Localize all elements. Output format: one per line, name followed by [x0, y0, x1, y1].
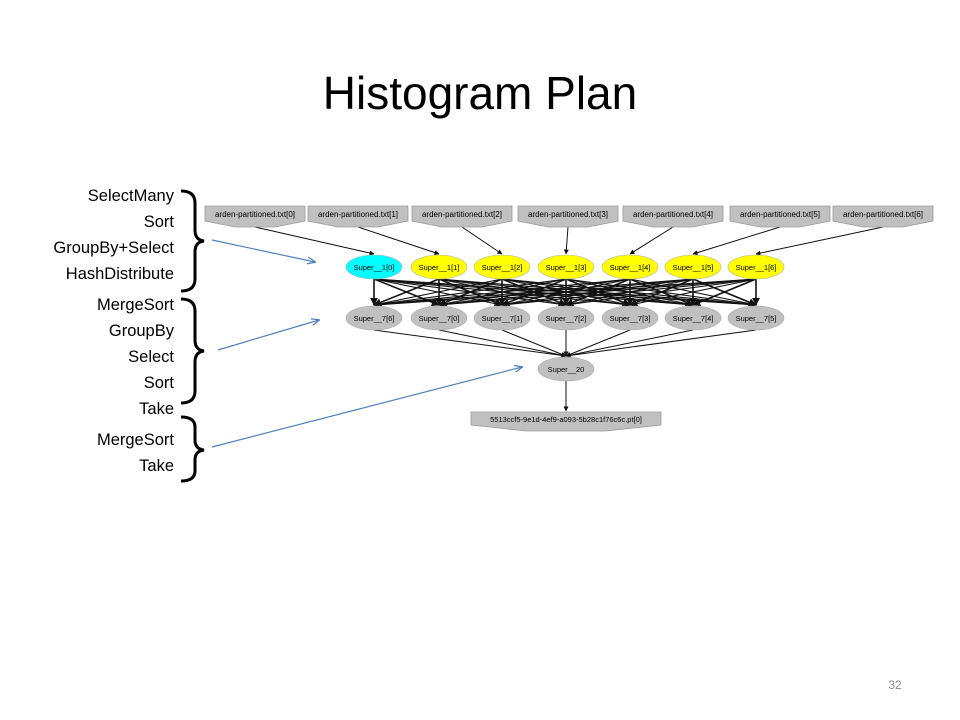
graph-edge: [501, 329, 567, 357]
graph-edge: [692, 226, 781, 256]
input-node-label: arden-partitioned.txt[2]: [422, 210, 502, 219]
graph-edge: [373, 278, 694, 308]
stage3-operations: MergeSort Take: [97, 427, 174, 479]
stage1-node[interactable]: [345, 254, 403, 280]
stage1-node[interactable]: [664, 254, 722, 280]
input-node[interactable]: [307, 205, 409, 228]
operation-label: Sort: [143, 213, 174, 231]
graph-edges: [254, 226, 884, 412]
input-node-label: arden-partitioned.txt[5]: [740, 210, 820, 219]
operation-label: SelectMany: [87, 187, 174, 205]
stage2-node[interactable]: [345, 305, 403, 331]
graph-edge: [565, 329, 757, 358]
input-node-label: arden-partitioned.txt[6]: [843, 210, 923, 219]
graph-edge: [357, 226, 440, 255]
stage2-node[interactable]: [410, 305, 468, 331]
graph-nodes: arden-partitioned.txt[0] arden-partitione…: [204, 205, 934, 432]
graph-edge: [755, 226, 884, 256]
stage1-node-label: Super__1[2]: [482, 263, 523, 272]
input-node[interactable]: [411, 205, 513, 228]
operation-label: GroupBy+Select: [53, 239, 174, 257]
stage1-node-label: Super__1[5]: [673, 263, 714, 272]
operation-label: HashDistribute: [65, 265, 174, 283]
stage2-operations: MergeSort GroupBy Select Sort Take: [97, 292, 174, 422]
graph-edge: [373, 329, 567, 358]
stage2-node-label: Super__7[5]: [736, 314, 777, 323]
stage2-node[interactable]: [727, 305, 785, 331]
stage2-node[interactable]: [601, 305, 659, 331]
graph-edge: [373, 278, 503, 307]
input-node[interactable]: [622, 205, 724, 228]
stage2-node-label: Super__7[6]: [354, 314, 395, 323]
graph-edge: [692, 278, 757, 306]
operation-label: Sort: [143, 374, 174, 392]
stage3-brace: [180, 415, 205, 483]
operation-label: MergeSort: [96, 431, 174, 449]
stage1-node-label: Super__1[4]: [610, 263, 651, 272]
stage1-node-label: Super__1[6]: [736, 263, 777, 272]
graph-edge: [565, 278, 757, 308]
stage2-callout-arrow: [217, 320, 319, 351]
graph-edge: [565, 329, 631, 357]
stage1-node[interactable]: [473, 254, 531, 280]
stage1-operations: SelectMany Sort GroupBy+Select HashDistr…: [53, 183, 174, 287]
input-node[interactable]: [832, 205, 934, 228]
stage1-node[interactable]: [410, 254, 468, 280]
graph-edge: [629, 226, 674, 255]
aggregate-node-label: Super__20: [548, 365, 585, 374]
input-node[interactable]: [204, 205, 306, 228]
input-node-label: arden-partitioned.txt[1]: [318, 210, 398, 219]
stage1-node-label: Super__1[3]: [546, 263, 587, 272]
operation-label: GroupBy: [108, 322, 174, 340]
stage1-node-label: Super__1[0]: [354, 263, 395, 272]
stage1-brace: [180, 189, 205, 293]
slide-title: Histogram Plan: [322, 67, 638, 119]
graph-edge: [373, 278, 440, 307]
stage2-node-label: Super__7[2]: [546, 314, 587, 323]
stage2-node-label: Super__7[1]: [482, 314, 523, 323]
stage1-node-label: Super__1[1]: [419, 263, 460, 272]
input-node-label: arden-partitioned.txt[0]: [215, 210, 295, 219]
graph-edge: [373, 278, 567, 308]
stage2-node-label: Super__7[0]: [419, 314, 460, 323]
input-node-label: arden-partitioned.txt[3]: [528, 210, 608, 219]
stage1-node[interactable]: [727, 254, 785, 280]
output-node[interactable]: [470, 411, 662, 432]
stage2-brace: [180, 297, 205, 405]
graph-edge: [373, 278, 757, 308]
graph-edge: [438, 329, 567, 358]
graph-edge: [563, 226, 569, 255]
operation-label: MergeSort: [96, 296, 174, 314]
input-node-label: arden-partitioned.txt[4]: [633, 210, 713, 219]
graph-edge: [254, 226, 375, 256]
graph-edge: [461, 226, 503, 255]
graph-edge: [501, 278, 757, 308]
stage2-node-label: Super__7[3]: [610, 314, 651, 323]
operation-label: Select: [128, 348, 174, 366]
graph-edge: [373, 278, 631, 308]
output-node-label: 5513ccf5-9e1d-4ef9-a093-5b28c1f76c6c.pt[…: [490, 415, 642, 424]
stage3-callout-arrow: [211, 367, 522, 448]
stage2-node[interactable]: [537, 305, 595, 331]
graph-edge: [629, 278, 757, 307]
stage1-node[interactable]: [537, 254, 595, 280]
stage1-callout-arrow: [211, 239, 315, 262]
graph-edge: [565, 329, 694, 358]
stage1-node[interactable]: [601, 254, 659, 280]
operation-label: Take: [139, 457, 174, 475]
graph-edge: [438, 278, 757, 308]
stage2-node-label: Super__7[4]: [673, 314, 714, 323]
aggregate-node[interactable]: [537, 356, 595, 382]
page-number: 32: [888, 678, 902, 692]
stage2-node[interactable]: [473, 305, 531, 331]
input-node[interactable]: [729, 205, 831, 228]
operation-label: Take: [139, 400, 174, 418]
stage2-node[interactable]: [664, 305, 722, 331]
input-node[interactable]: [517, 205, 619, 228]
